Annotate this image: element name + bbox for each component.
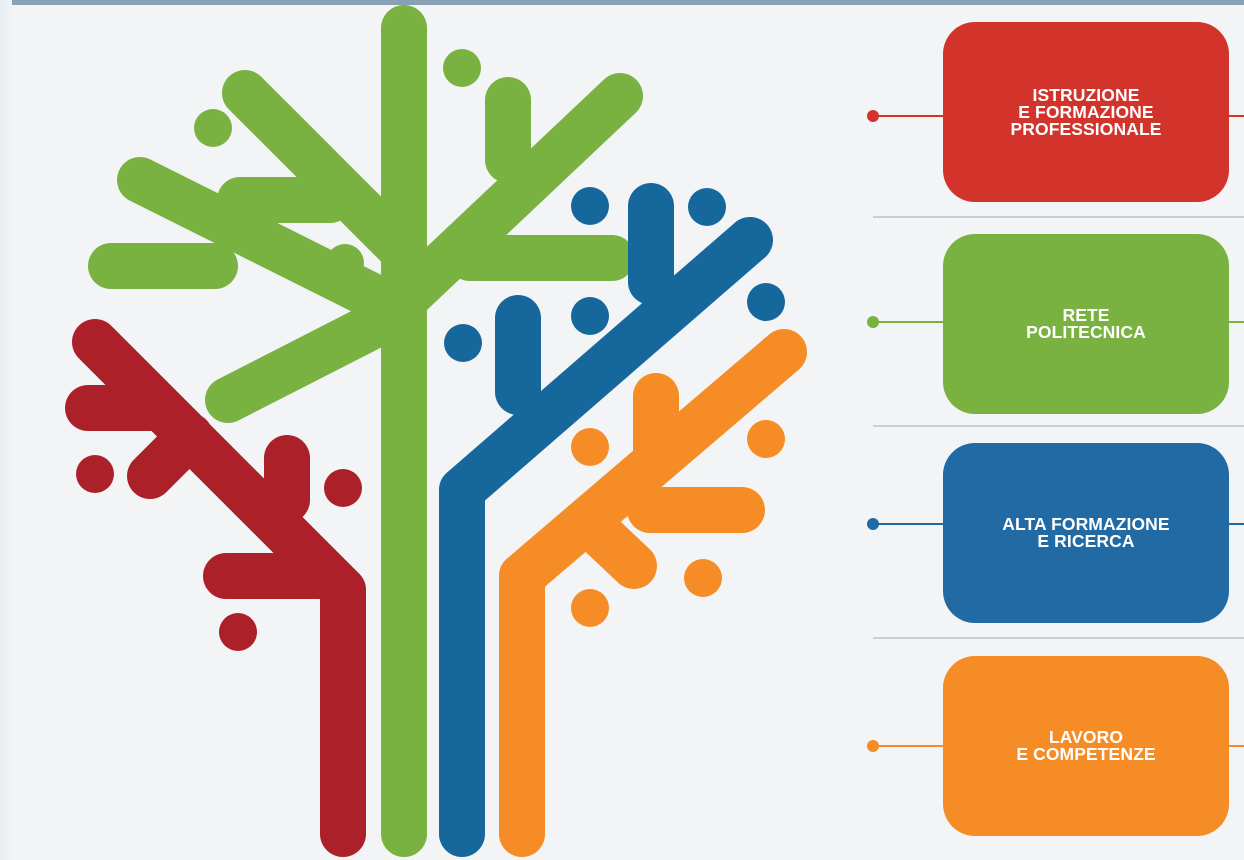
pillar-alta-formazione[interactable]: ALTA FORMAZIONE E RICERCA [943,443,1229,623]
pillar-alta-formazione-label: ALTA FORMAZIONE E RICERCA [1002,514,1170,551]
red-branch [65,319,366,857]
left-edge [0,0,12,860]
divider-2 [873,425,1244,427]
orange-branch [499,329,807,857]
pillar-lavoro[interactable]: LAVORO E COMPETENZE [943,656,1229,836]
tree-dots [76,49,785,651]
divider-3 [873,637,1244,639]
green-branch [88,5,643,857]
top-border [0,0,1244,5]
pillar-istruzione[interactable]: ISTRUZIONE E FORMAZIONE PROFESSIONALE [943,22,1229,202]
pillar-lavoro-label: LAVORO E COMPETENZE [1016,727,1156,764]
tree-logo-icon [65,5,807,857]
blue-branch [439,183,773,857]
divider-1 [873,216,1244,218]
pillar-rete-politecnica[interactable]: RETE POLITECNICA [943,234,1229,414]
pillar-istruzione-label: ISTRUZIONE E FORMAZIONE PROFESSIONALE [1010,84,1162,139]
pillar-rete-politecnica-label: RETE POLITECNICA [1026,305,1146,342]
